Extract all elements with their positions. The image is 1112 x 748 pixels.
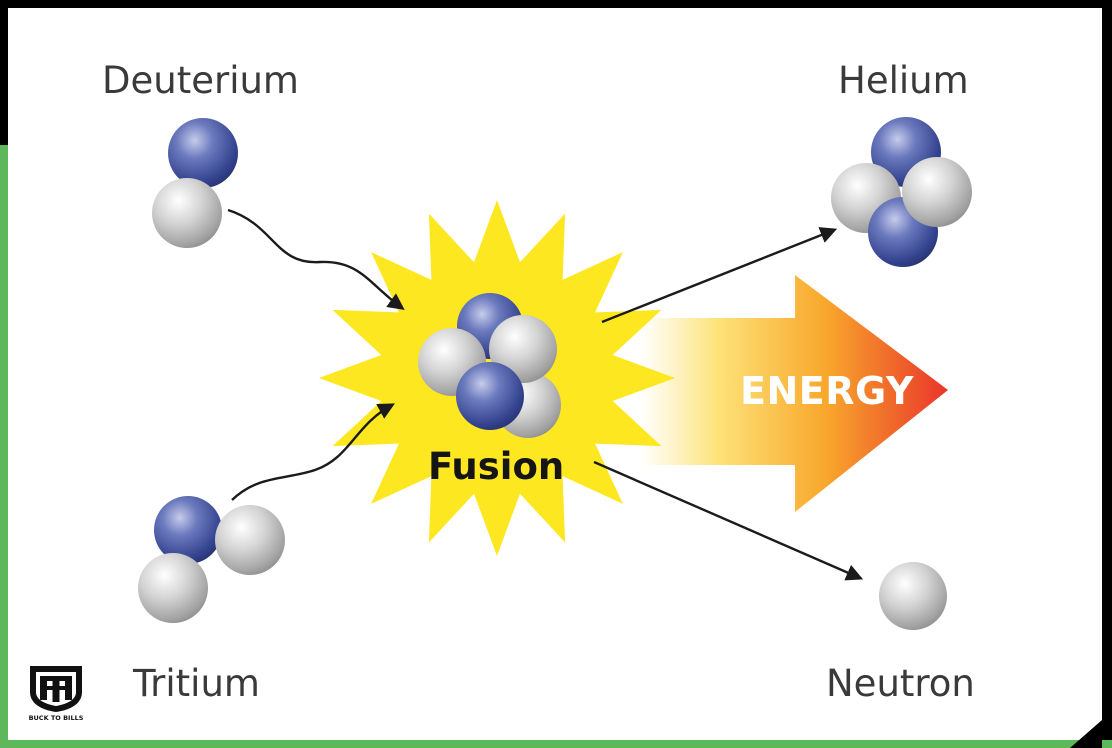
neutron-particle xyxy=(215,505,285,575)
deuterium-nucleus xyxy=(152,118,238,248)
frame-left-edge-black xyxy=(0,0,8,145)
buck-to-bills-logo: BUCK TO BILLS xyxy=(24,662,88,728)
arrow-fusion-to-neutron xyxy=(593,460,864,581)
frame-corner xyxy=(1070,720,1102,748)
neutron-particle xyxy=(152,178,222,248)
frame-left-edge-green xyxy=(0,145,8,748)
frame-right-edge xyxy=(1102,0,1112,748)
tritium-nucleus xyxy=(138,496,285,623)
neutron-label: Neutron xyxy=(826,662,975,705)
deuterium-label: Deuterium xyxy=(102,59,299,102)
energy-label: ENERGY xyxy=(740,369,914,413)
logo-icon xyxy=(30,666,82,712)
proton-particle xyxy=(154,496,222,564)
energy-arrow xyxy=(640,275,948,512)
arrow-deuterium-to-fusion xyxy=(227,208,405,310)
proton-particle xyxy=(168,118,238,188)
fusion-label: Fusion xyxy=(428,445,565,488)
frame-bottom-edge xyxy=(0,740,1112,748)
arrow-tritium-to-fusion xyxy=(231,403,395,501)
arrow-fusion-to-helium xyxy=(601,227,838,324)
neutron-particle xyxy=(138,553,208,623)
proton-particle xyxy=(456,362,524,430)
frame-top-edge xyxy=(0,0,1112,8)
logo-text: BUCK TO BILLS xyxy=(28,714,84,722)
fusion-core-nucleus xyxy=(418,293,561,438)
tritium-label: Tritium xyxy=(133,662,260,705)
neutron-particle xyxy=(902,157,972,227)
reaction-arrows xyxy=(227,208,864,581)
helium-label: Helium xyxy=(838,59,969,102)
helium-nucleus xyxy=(831,117,972,267)
neutron-particle-output xyxy=(879,562,947,630)
